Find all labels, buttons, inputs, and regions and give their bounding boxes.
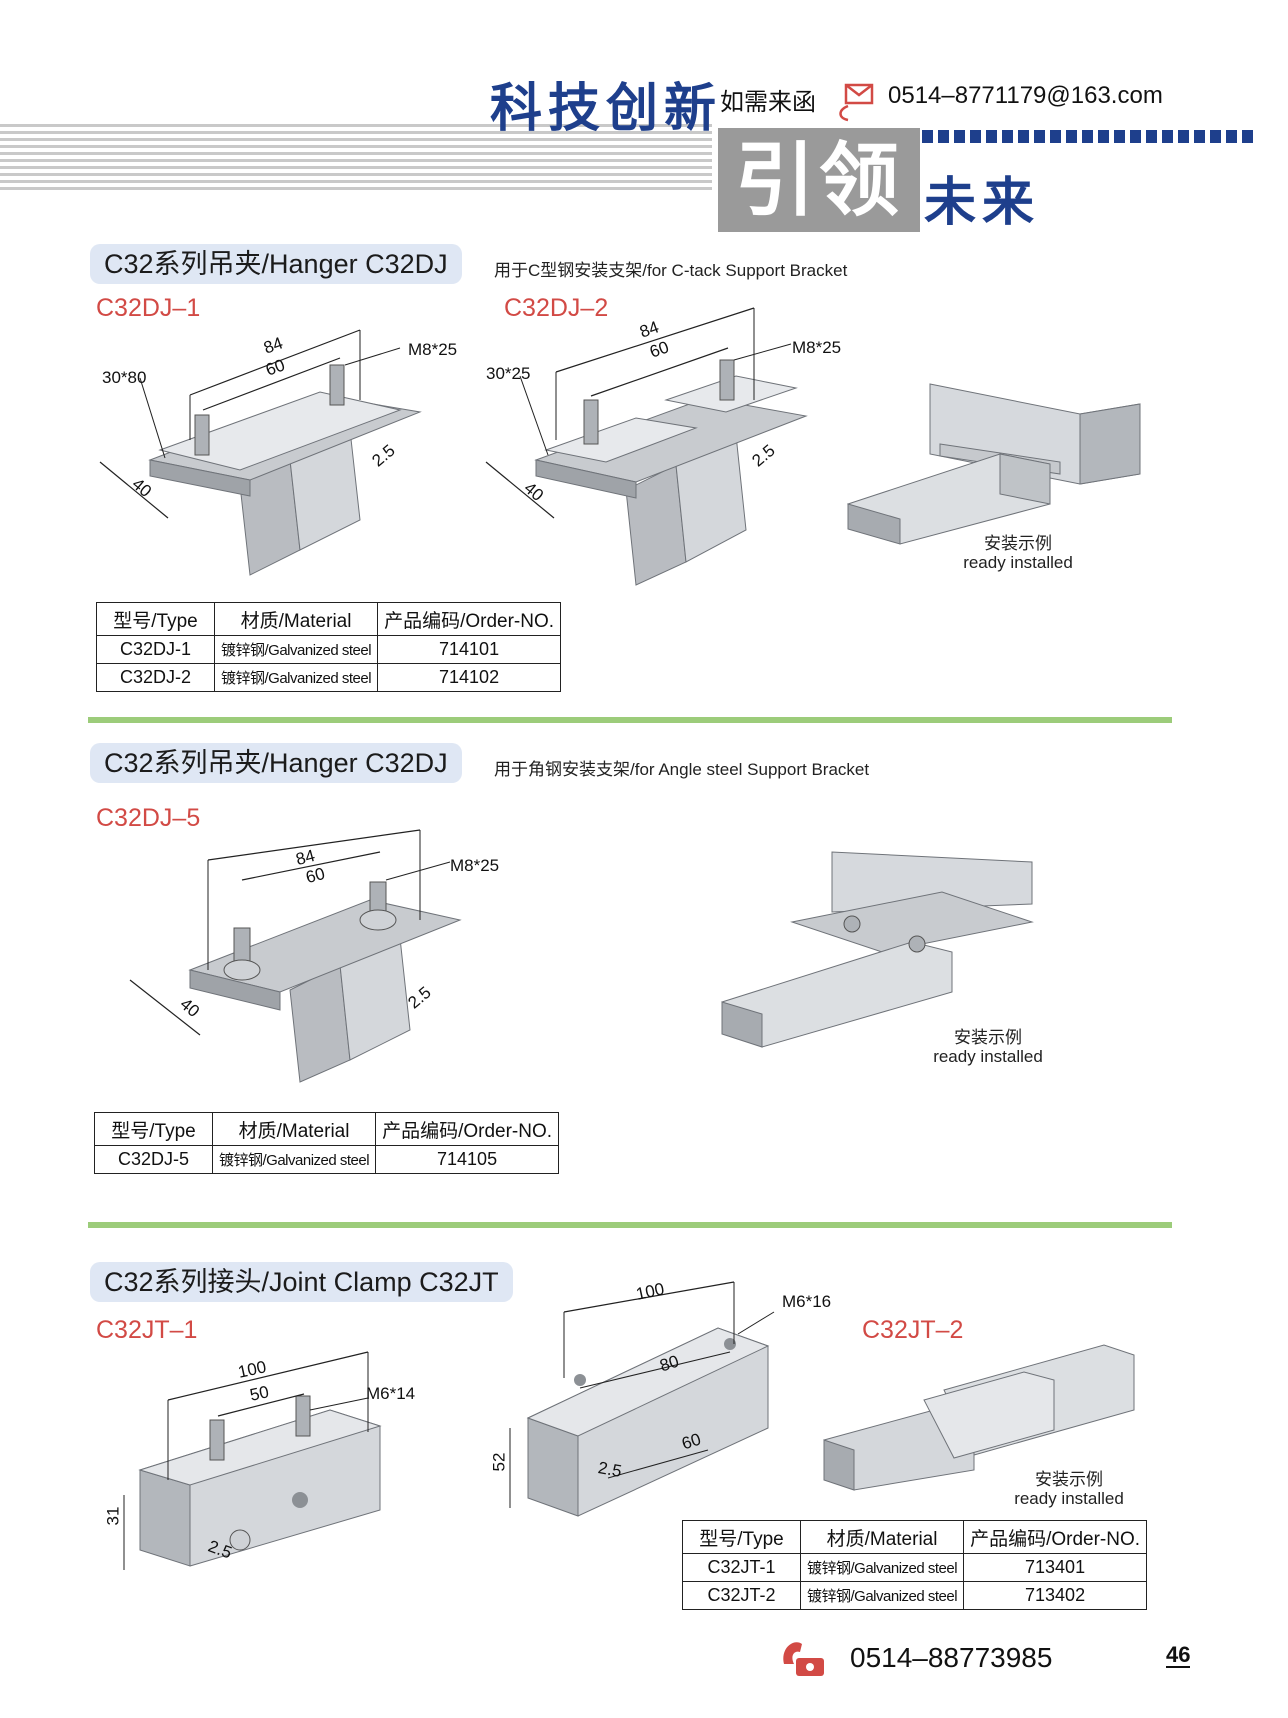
dim-plate: 30*25 xyxy=(486,364,531,383)
table-row: C32JT-2 镀锌钢/Galvanized steel 713402 xyxy=(682,1581,1148,1610)
table-header: 产品编码/Order-NO. xyxy=(377,602,562,636)
installed-caption: 安装示例 ready installed xyxy=(958,534,1078,572)
header-stripe xyxy=(0,131,712,134)
joint-clamp-c32jt-2-drawing xyxy=(509,1281,775,1517)
slogan-rest: 未来 xyxy=(924,172,1041,233)
contact-prefix: 如需来函 xyxy=(720,88,816,116)
dim-height: 31 xyxy=(103,1506,123,1526)
installed-caption-cn: 安装示例 xyxy=(954,1028,1022,1047)
page-number: 46 xyxy=(1166,1642,1191,1668)
table-header: 产品编码/Order-NO. xyxy=(963,1520,1148,1554)
table-header: 型号/Type xyxy=(96,602,215,636)
table-row: C32DJ-2 镀锌钢/Galvanized steel 714102 xyxy=(96,663,562,692)
table-cell: 713402 xyxy=(963,1581,1148,1610)
model-label-c32jt-1: C32JT–1 xyxy=(96,1316,198,1344)
telephone-icon xyxy=(783,1642,824,1676)
installed-caption-en: ready installed xyxy=(963,553,1073,572)
table-cell: 镀锌钢/Galvanized steel xyxy=(799,1553,965,1582)
installed-example-drawing xyxy=(721,851,1034,1048)
header-stripe xyxy=(0,138,712,141)
table-row: C32DJ-1 镀锌钢/Galvanized steel 714101 xyxy=(96,635,562,664)
table-cell: C32JT-1 xyxy=(682,1553,801,1582)
table-header: 产品编码/Order-NO. xyxy=(375,1112,560,1146)
table-header: 型号/Type xyxy=(682,1520,801,1554)
spec-table: 型号/Type 材质/Material 产品编码/Order-NO. C32DJ… xyxy=(96,602,562,692)
section-divider xyxy=(88,1222,1172,1228)
dim-bolt: M8*25 xyxy=(408,340,458,359)
header-stripe xyxy=(0,187,712,190)
table-cell: 镀锌钢/Galvanized steel xyxy=(211,1145,377,1174)
header-stripe xyxy=(0,180,712,183)
installed-caption-cn: 安装示例 xyxy=(1035,1470,1103,1489)
table-row: C32DJ-5 镀锌钢/Galvanized steel 714105 xyxy=(94,1145,560,1174)
table-header-row: 型号/Type 材质/Material 产品编码/Order-NO. xyxy=(96,602,562,636)
installed-caption: 安装示例 ready installed xyxy=(928,1028,1048,1066)
section-subtitle: 用于C型钢安装支架/for C-tack Support Bracket xyxy=(494,261,848,280)
table-cell: 713401 xyxy=(963,1553,1148,1582)
header-stripe xyxy=(0,152,712,155)
section-divider xyxy=(88,717,1172,723)
installed-caption-en: ready installed xyxy=(933,1047,1043,1066)
installed-caption-en: ready installed xyxy=(1014,1489,1124,1508)
dim-bolt: M6*16 xyxy=(782,1292,832,1311)
section-subtitle: 用于角钢安装支架/for Angle steel Support Bracket xyxy=(494,760,870,779)
table-cell: 714105 xyxy=(375,1145,560,1174)
hanger-c32dj-1-drawing xyxy=(99,329,422,576)
spec-table: 型号/Type 材质/Material 产品编码/Order-NO. C32DJ… xyxy=(94,1112,560,1174)
installed-example-drawing xyxy=(846,383,1141,545)
table-cell: 714101 xyxy=(377,635,562,664)
dim-50: 50 xyxy=(248,1382,271,1405)
header-stripe xyxy=(0,145,712,148)
header-stripe xyxy=(0,124,712,127)
table-cell: 714102 xyxy=(377,663,562,692)
table-cell: 镀锌钢/Galvanized steel xyxy=(213,663,379,692)
table-row: C32JT-1 镀锌钢/Galvanized steel 713401 xyxy=(682,1553,1148,1582)
table-cell: C32DJ-5 xyxy=(94,1145,213,1174)
installed-example-drawing xyxy=(823,1344,1135,1491)
model-label-c32dj-1: C32DJ–1 xyxy=(96,294,201,322)
spec-table: 型号/Type 材质/Material 产品编码/Order-NO. C32JT… xyxy=(682,1520,1148,1610)
slogan-top: 科技创新 xyxy=(490,78,723,139)
model-label-c32dj-2: C32DJ–2 xyxy=(504,294,609,322)
header-stripe xyxy=(0,173,712,176)
footer-phone[interactable]: 0514–88773985 xyxy=(850,1642,1053,1673)
section-title: C32系列吊夹/Hanger C32DJ xyxy=(90,743,462,783)
header-stripe xyxy=(0,166,712,169)
installed-caption-cn: 安装示例 xyxy=(984,534,1052,553)
table-header-row: 型号/Type 材质/Material 产品编码/Order-NO. xyxy=(94,1112,560,1146)
installed-caption: 安装示例 ready installed xyxy=(1004,1470,1134,1508)
email-address[interactable]: 0514–8771179@163.com xyxy=(888,82,1163,109)
section-title: C32系列接头/Joint Clamp C32JT xyxy=(90,1262,513,1302)
hanger-c32dj-2-drawing xyxy=(485,307,808,586)
table-cell: 镀锌钢/Galvanized steel xyxy=(799,1581,965,1610)
dim-bolt: M8*25 xyxy=(792,338,842,357)
header-dotted-line xyxy=(922,130,1253,143)
table-header: 材质/Material xyxy=(799,1520,965,1554)
dim-plate: 30*80 xyxy=(102,368,147,387)
joint-clamp-c32jt-1-drawing xyxy=(123,1351,382,1570)
hanger-c32dj-5-drawing xyxy=(129,829,462,1083)
model-label-c32dj-5: C32DJ–5 xyxy=(96,804,201,832)
dim-bolt: M6*14 xyxy=(366,1384,416,1403)
envelope-icon xyxy=(839,83,874,122)
table-cell: C32JT-2 xyxy=(682,1581,801,1610)
table-cell: C32DJ-2 xyxy=(96,663,215,692)
dim-height: 52 xyxy=(489,1452,509,1472)
table-cell: 镀锌钢/Galvanized steel xyxy=(213,635,379,664)
dim-thickness: 2.5 xyxy=(596,1458,624,1481)
table-header: 型号/Type xyxy=(94,1112,213,1146)
model-label-c32jt-2: C32JT–2 xyxy=(862,1316,964,1344)
table-header-row: 型号/Type 材质/Material 产品编码/Order-NO. xyxy=(682,1520,1148,1554)
slogan-box: 引领 xyxy=(718,128,920,232)
table-cell: C32DJ-1 xyxy=(96,635,215,664)
table-header: 材质/Material xyxy=(213,602,379,636)
dim-bolt: M8*25 xyxy=(450,856,500,875)
header-stripe xyxy=(0,159,712,162)
table-header: 材质/Material xyxy=(211,1112,377,1146)
section-title: C32系列吊夹/Hanger C32DJ xyxy=(90,244,462,284)
